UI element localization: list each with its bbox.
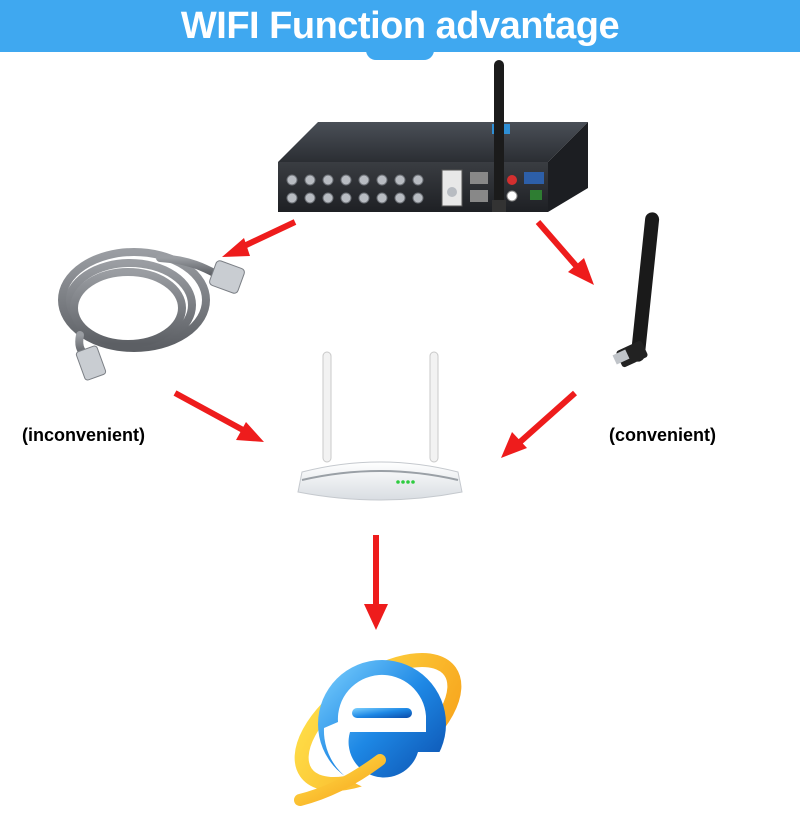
arrow-antenna-to-router bbox=[501, 393, 575, 458]
arrow-dvr-to-cable bbox=[222, 222, 295, 257]
internet-explorer-icon bbox=[281, 635, 476, 808]
arrow-router-to-internet bbox=[364, 535, 388, 630]
dvr-recorder-icon bbox=[278, 60, 588, 212]
ethernet-cable-icon bbox=[62, 252, 218, 355]
label-convenient: (convenient) bbox=[609, 425, 716, 446]
label-inconvenient: (inconvenient) bbox=[22, 425, 145, 446]
arrow-dvr-to-antenna bbox=[538, 222, 594, 285]
usb-wifi-antenna-icon bbox=[613, 212, 660, 368]
wireless-router-icon bbox=[298, 352, 462, 500]
arrow-cable-to-router bbox=[175, 393, 264, 442]
